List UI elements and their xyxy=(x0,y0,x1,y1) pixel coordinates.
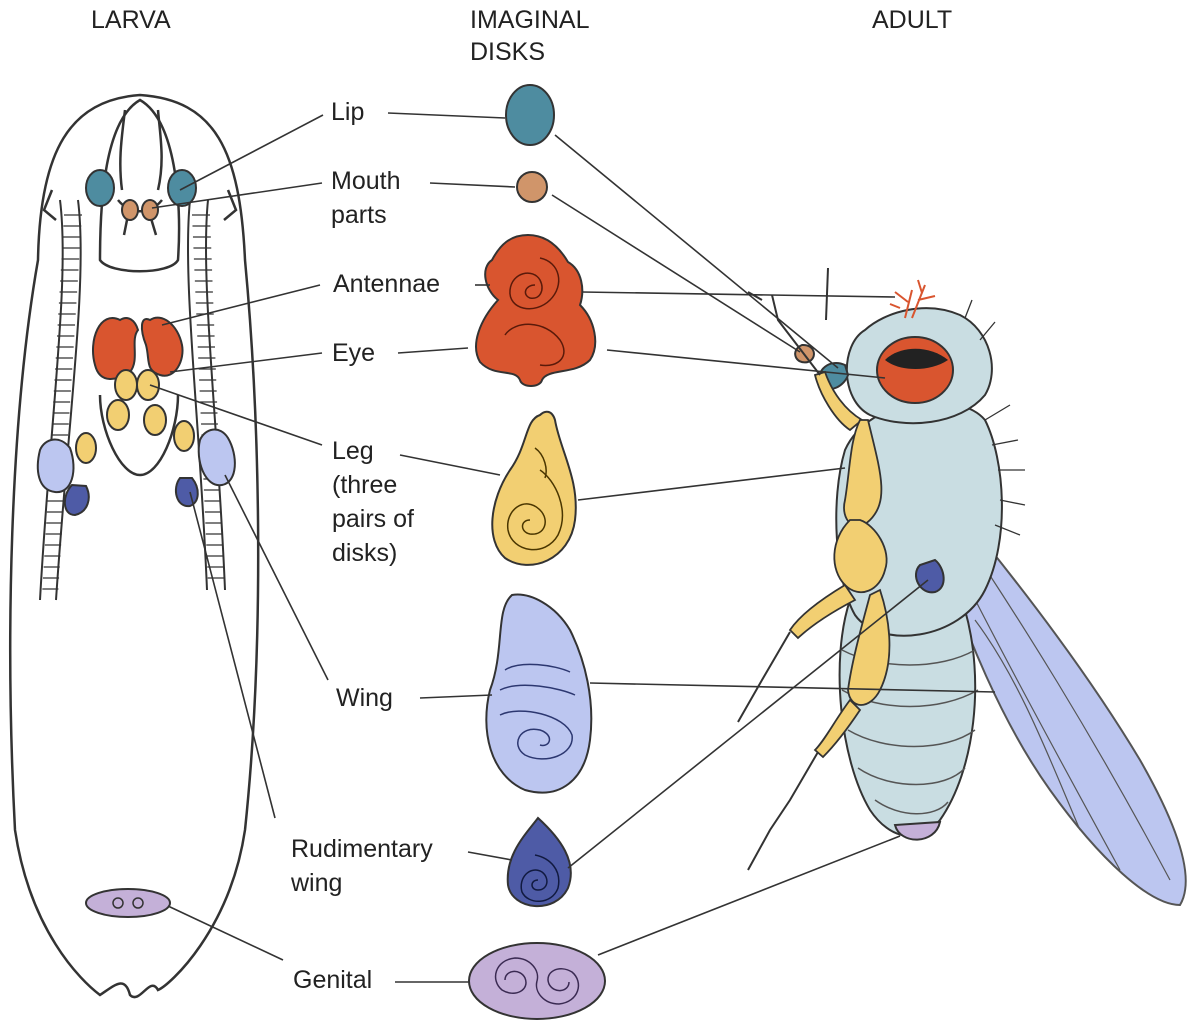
column-heading-imaginal-disks: IMAGINAL DISKS xyxy=(470,4,589,68)
rudimentary-line-larva xyxy=(190,492,275,818)
column-heading-larva: LARVA xyxy=(91,4,171,36)
label-lip: Lip xyxy=(331,95,364,129)
larva-wing-disk xyxy=(38,440,74,493)
larva-tracheae xyxy=(40,200,225,600)
wing-line-larva xyxy=(225,475,328,680)
larva-eye-antenna-disk xyxy=(142,318,183,376)
larva-lip-disk xyxy=(168,170,196,206)
antennae-line-adult xyxy=(582,292,895,297)
larva-outline xyxy=(10,95,258,997)
wing-line-disk xyxy=(420,695,492,698)
larva-leg-disk xyxy=(107,400,129,430)
imaginal-disks-column xyxy=(469,85,605,1019)
adult-fly xyxy=(738,268,1186,905)
leg-disk xyxy=(492,412,576,565)
eye-line-disk xyxy=(398,348,468,353)
label-mouth-parts: Mouth parts xyxy=(331,164,400,232)
column-heading-adult: ADULT xyxy=(872,4,952,36)
label-wing: Wing xyxy=(336,681,393,715)
larva-leg-disk xyxy=(174,421,194,451)
leg-line-adult xyxy=(578,468,845,500)
rudimentary-line-disk xyxy=(468,852,512,860)
fly-genital-tip xyxy=(895,822,940,840)
label-eye: Eye xyxy=(332,336,375,370)
label-rudimentary-wing: Rudimentary wing xyxy=(291,832,433,900)
larva-haltere-disk xyxy=(176,478,198,506)
larva-mouth-disk xyxy=(122,200,138,220)
lip-line-larva xyxy=(180,115,323,190)
larva-mouth-disk xyxy=(142,200,158,220)
fly-leg-tarsi xyxy=(738,268,828,870)
larva-wing-disk xyxy=(199,430,235,486)
mouth-parts-disk xyxy=(517,172,547,202)
larva-leg-disk xyxy=(115,370,137,400)
label-genital: Genital xyxy=(293,963,372,997)
larva-lip-disk xyxy=(86,170,114,206)
larva-leg-disk xyxy=(137,370,159,400)
wing-disk xyxy=(486,595,591,793)
mouth-line-disk xyxy=(430,183,515,187)
larva-leg-disk xyxy=(76,433,96,463)
antennae-line-larva xyxy=(162,285,320,325)
larva-leg-disk xyxy=(144,405,166,435)
label-leg: Leg (three pairs of disks) xyxy=(332,434,414,570)
larva-haltere-disk xyxy=(65,485,89,515)
genital-line-larva xyxy=(168,906,283,960)
leg-line-disk xyxy=(400,455,500,475)
lip-disk xyxy=(506,85,554,145)
fly-haltere xyxy=(916,560,944,592)
larva-genital-disk xyxy=(86,889,170,917)
genital-line-adult xyxy=(598,836,900,955)
lip-line-adult xyxy=(555,135,838,368)
eye-antennae-disk xyxy=(476,235,595,386)
rudimentary-wing-disk xyxy=(508,818,571,906)
larva-eye-antenna-disk xyxy=(93,318,138,379)
label-antennae: Antennae xyxy=(333,267,440,301)
lip-line-disk xyxy=(388,113,505,118)
fly-compound-eye xyxy=(877,337,953,403)
